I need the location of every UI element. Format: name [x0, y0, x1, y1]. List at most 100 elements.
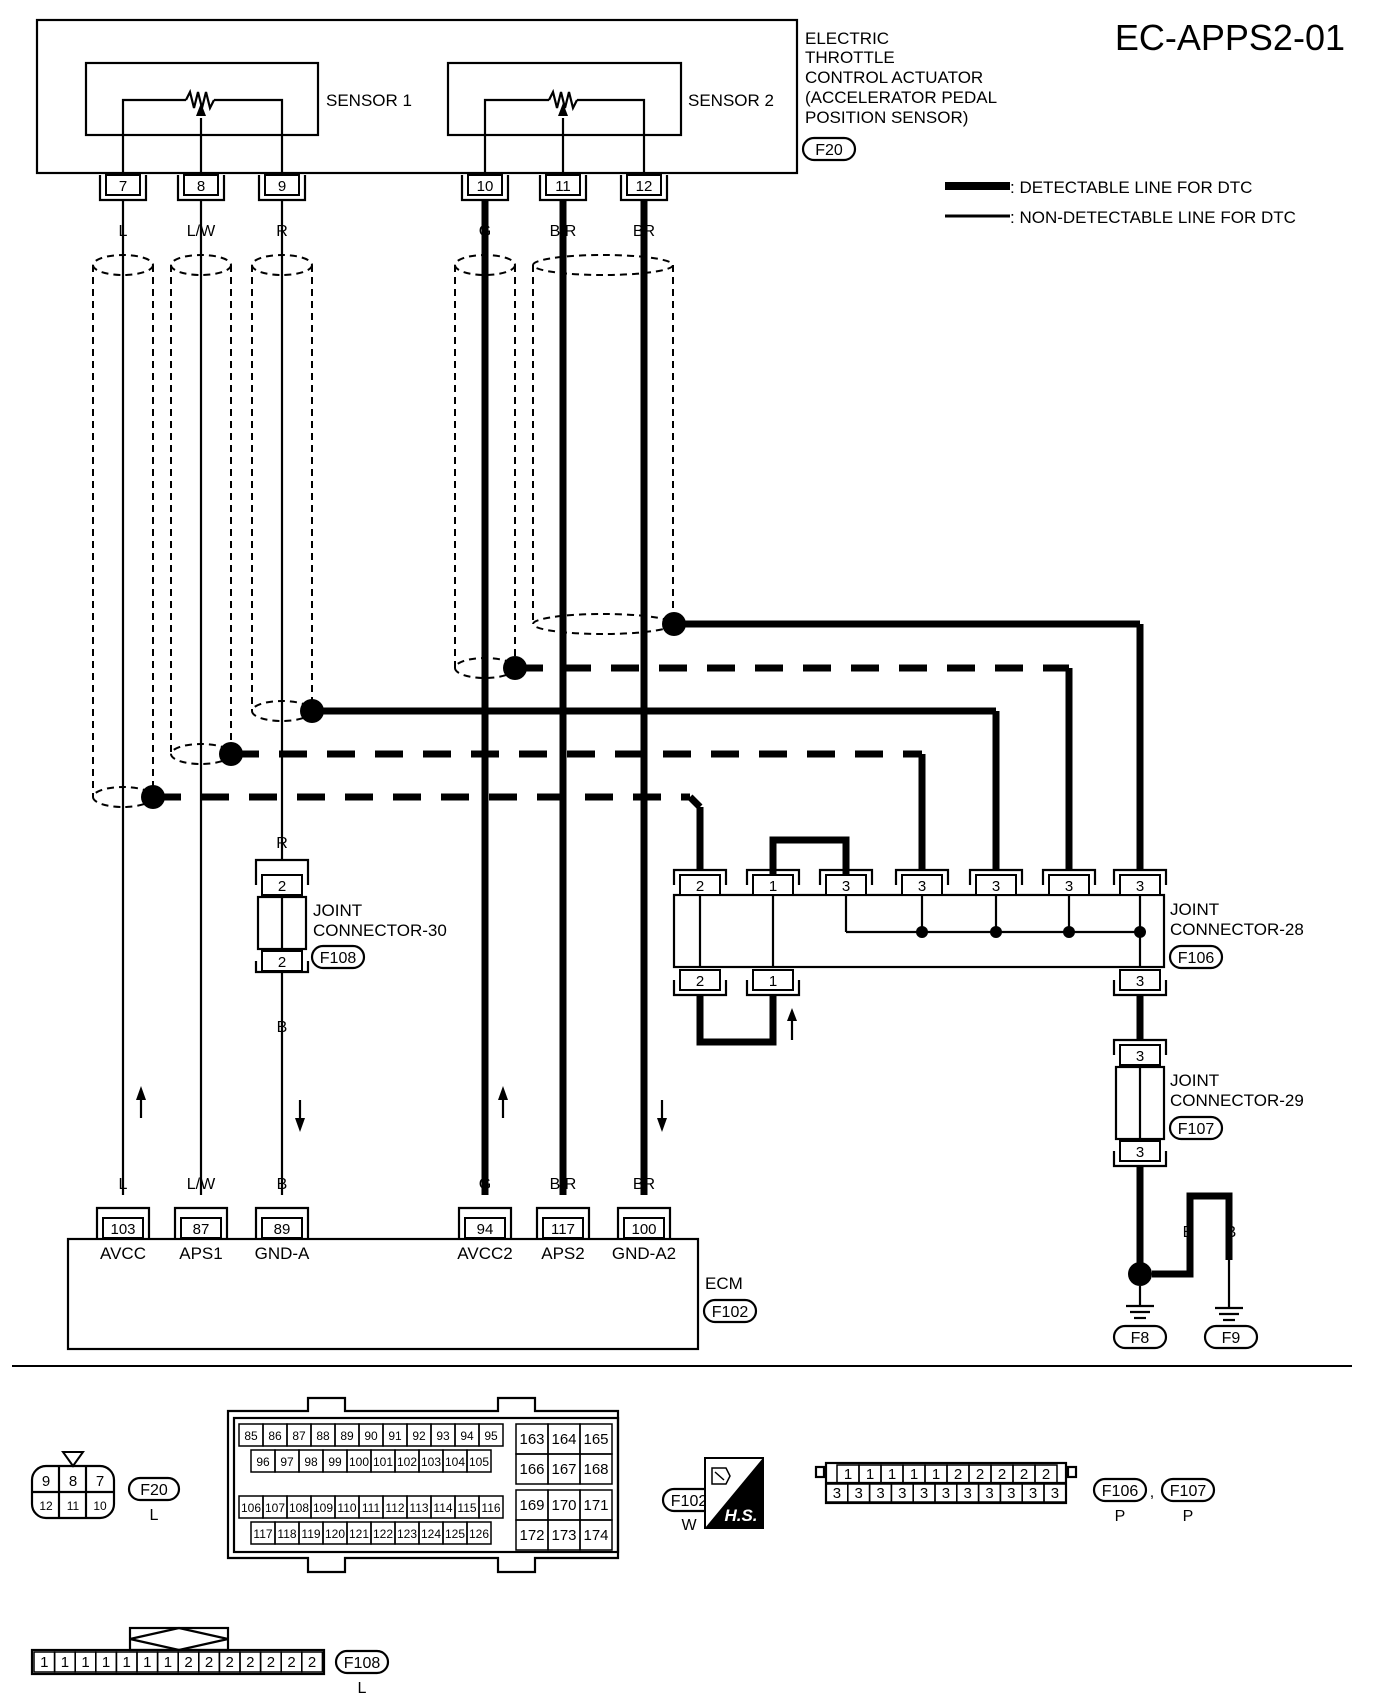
ecm-pin-117: 117 — [551, 1221, 575, 1238]
f102-row4-pin: 121 — [349, 1527, 369, 1541]
f102-right4-pin: 173 — [551, 1527, 576, 1544]
joint-connector-29: 3 3 JOINT CONNECTOR-29 F107 — [1112, 1038, 1304, 1168]
f108-pin: 2 — [246, 1654, 254, 1671]
f102-row2-pin: 101 — [373, 1455, 393, 1469]
f20-pin-11: 11 — [67, 1499, 80, 1513]
f106-color: P — [1115, 1508, 1126, 1525]
f106-row2-pin: 3 — [876, 1485, 884, 1502]
actuator-name-1: ELECTRIC — [805, 29, 889, 48]
f106-row1-cell — [1034, 1464, 1058, 1484]
f108-pin: 1 — [123, 1654, 131, 1671]
f102-row3-pin: 108 — [289, 1501, 309, 1515]
f102-right2-cell — [579, 1453, 613, 1485]
f102-row1-pin: 91 — [388, 1429, 402, 1443]
actuator-pins: 7 8 9 10 11 12 — [98, 174, 669, 202]
f106-row2-pin: 3 — [1029, 1485, 1037, 1502]
jc28-top-pin-5: 3 — [992, 878, 1000, 895]
f102-row1-pin: 87 — [292, 1429, 306, 1443]
f102-right3-pin: 169 — [519, 1497, 544, 1514]
f20-color: L — [150, 1507, 159, 1524]
f102-id: F102 — [671, 1493, 708, 1510]
jc30-name-1: JOINT — [313, 901, 362, 920]
f106-row2-pin: 3 — [1051, 1485, 1059, 1502]
f106-row2-pin: 3 — [920, 1485, 928, 1502]
jc28-name-1: JOINT — [1170, 900, 1219, 919]
f108-pin: 1 — [164, 1654, 172, 1671]
f106-row1-pin: 2 — [1020, 1466, 1028, 1483]
ground-wire-color-b: B — [1226, 1224, 1237, 1241]
jc28-bottom-pin-1: 2 — [696, 973, 704, 990]
f102-row3-pin: 109 — [313, 1501, 333, 1515]
f108-pin: 1 — [81, 1654, 89, 1671]
f106-row2-pin: 3 — [985, 1485, 993, 1502]
harness-side-icon: H.S. — [704, 1457, 764, 1529]
f102-row2-pin: 97 — [280, 1455, 294, 1469]
f102-row3-pin: 111 — [362, 1501, 381, 1515]
throttle-actuator: SENSOR 1 SENSOR 2 ELECTRIC THROTTLE CONT… — [35, 18, 997, 175]
wire-color-BR-bottom: BR — [633, 1176, 655, 1193]
ecm-terminal-gnd-a2: GND-A2 — [612, 1244, 676, 1263]
wire-color-LW-bottom: L/W — [187, 1176, 216, 1193]
jc29-name-1: JOINT — [1170, 1071, 1219, 1090]
pin-8: 8 — [197, 178, 205, 195]
jc28-top-pin-6: 3 — [1065, 878, 1073, 895]
f102-right2-pin: 168 — [583, 1461, 608, 1478]
f106-f107-separator: , — [1150, 1484, 1154, 1501]
f102-right3-pin: 170 — [551, 1497, 576, 1514]
f102-row3-pin: 113 — [409, 1501, 428, 1515]
f102-row2-pin: 100 — [349, 1455, 369, 1469]
f102-row4-cell — [466, 1521, 492, 1545]
f106-row2-pin: 3 — [833, 1485, 841, 1502]
f102-row3-pin: 112 — [385, 1501, 404, 1515]
ground-wiring: B B F8 F9 — [1112, 1166, 1259, 1350]
pin-10: 10 — [477, 178, 494, 195]
f108-pin: 2 — [205, 1654, 213, 1671]
f102-row2-pin: 99 — [328, 1455, 342, 1469]
actuator-name-2: THROTTLE — [805, 48, 895, 67]
f107-color: P — [1183, 1508, 1194, 1525]
f102-row4-pin: 118 — [277, 1527, 296, 1541]
jc30-pin-bottom: 2 — [278, 954, 286, 971]
f20-pin-12: 12 — [39, 1499, 53, 1513]
f102-row1-pin: 95 — [484, 1429, 498, 1443]
f102-right3-pin: 171 — [583, 1497, 608, 1514]
joint-connector-28: 2 1 3 3 3 3 3 2 1 3 JOINT CONNECTOR-28 F… — [672, 836, 1304, 1046]
f107-id: F107 — [1170, 1483, 1207, 1500]
ecm-terminal-avcc: AVCC — [100, 1244, 146, 1263]
f102-row3-pin: 114 — [433, 1501, 452, 1515]
drain-wires — [141, 612, 1144, 870]
pin-11: 11 — [555, 178, 571, 195]
f102-row1-pin: 93 — [436, 1429, 450, 1443]
f106-row2-cell — [1043, 1483, 1067, 1503]
legend-non-detectable: : NON-DETECTABLE LINE FOR DTC — [1010, 208, 1296, 227]
f106-row1-pin: 1 — [910, 1466, 918, 1483]
ecm-block: 103 87 89 94 117 100 AVCC APS1 GND-A AVC… — [66, 1206, 758, 1351]
f106-row1-pin: 2 — [954, 1466, 962, 1483]
jc29-pin-bottom: 3 — [1136, 1144, 1144, 1161]
f102-row2-pin: 104 — [445, 1455, 465, 1469]
wire-color-B-bottom: B — [277, 1176, 288, 1193]
diagram-title: EC-APPS2-01 — [1115, 17, 1345, 58]
pin-7: 7 — [119, 178, 127, 195]
ecm-terminal-aps1: APS1 — [179, 1244, 222, 1263]
ground-f9-label: F9 — [1222, 1330, 1241, 1347]
f20-id: F20 — [140, 1482, 168, 1499]
f108-pin: 1 — [102, 1654, 110, 1671]
pin-9: 9 — [278, 178, 286, 195]
jc30-wire-color-top: R — [276, 835, 288, 852]
f20-pin-10: 10 — [93, 1499, 107, 1513]
f102-row4-pin: 117 — [253, 1527, 272, 1541]
ecm-pin-89: 89 — [274, 1221, 291, 1238]
f102-row4-pin: 126 — [469, 1527, 489, 1541]
ecm-pin-87: 87 — [193, 1221, 210, 1238]
jc28-top-pin-3: 3 — [842, 878, 850, 895]
f102-row4-pin: 123 — [397, 1527, 417, 1541]
connector-view-f20: 9 8 7 12 11 10 F20 L — [30, 1451, 181, 1524]
f108-pin: 2 — [308, 1654, 316, 1671]
f102-right1-pin: 164 — [551, 1431, 576, 1448]
jc29-pin-top: 3 — [1136, 1048, 1144, 1065]
f102-color: W — [681, 1517, 697, 1534]
f102-row1-pin: 86 — [268, 1429, 282, 1443]
sensor-wires — [121, 200, 648, 1195]
